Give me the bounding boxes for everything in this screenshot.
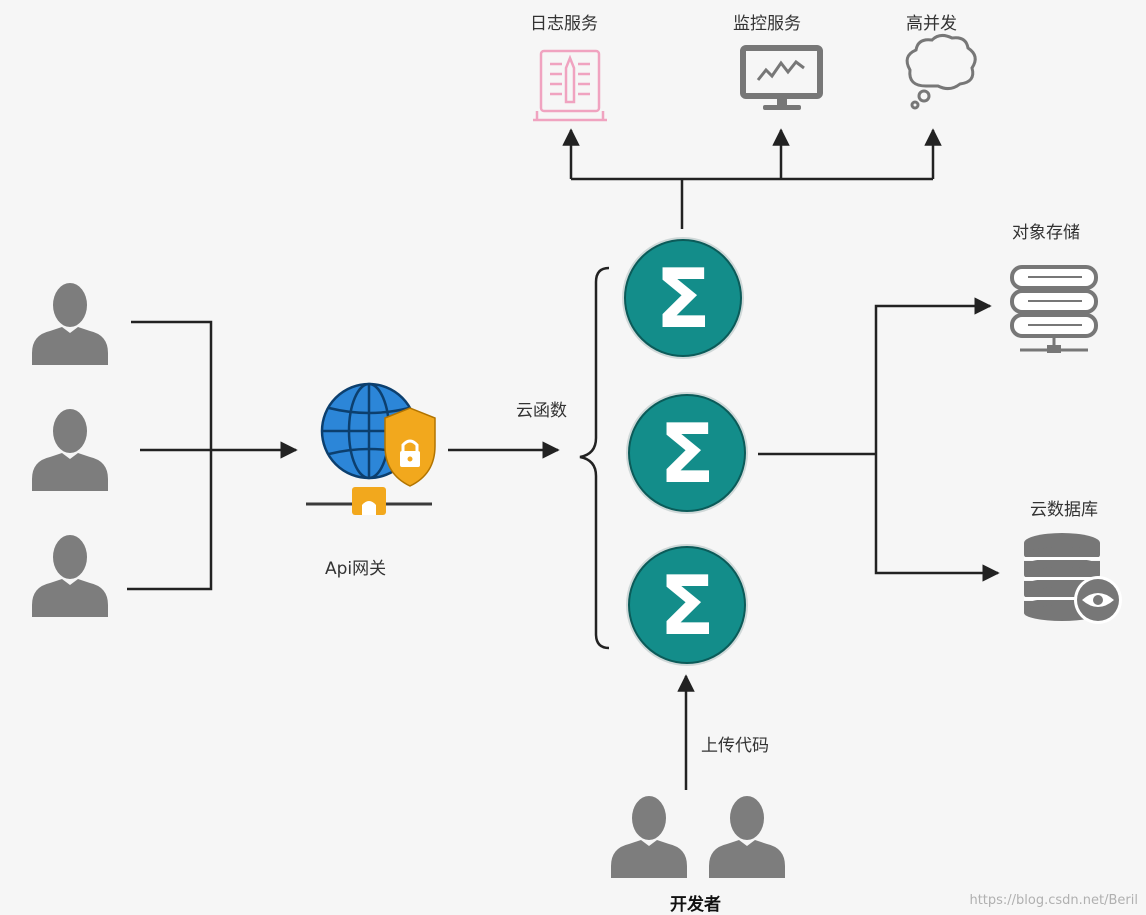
upload-code-label: 上传代码 — [701, 736, 769, 756]
sigma-symbol: Σ — [655, 252, 711, 347]
user-icon — [611, 796, 687, 878]
cloud-database-icon — [1024, 533, 1122, 624]
high-concurrency-icon — [905, 33, 977, 110]
monitor-service-label: 监控服务 — [733, 14, 801, 34]
watermark: https://blog.csdn.net/Beril — [969, 893, 1138, 908]
user-line-bottom — [127, 450, 213, 591]
user-line-top — [131, 320, 213, 450]
developer-icons — [611, 796, 785, 878]
user-icon — [32, 283, 108, 365]
user-icon — [709, 796, 785, 878]
cloud-function-label: 云函数 — [516, 401, 567, 421]
log-service-label: 日志服务 — [530, 14, 598, 34]
function-group-brace — [579, 266, 610, 650]
cloud-database-arrow — [874, 454, 1000, 582]
connection-lines — [127, 128, 1000, 790]
developer-label: 开发者 — [670, 895, 721, 915]
high-concurrency-label: 高并发 — [906, 14, 957, 34]
object-storage-arrow — [874, 297, 992, 454]
user-icons — [32, 283, 108, 617]
api-gateway-icon — [306, 382, 436, 515]
monitor-service-icon — [740, 45, 823, 110]
sigma-symbol: Σ — [659, 559, 715, 654]
sigma-symbol: Σ — [659, 407, 715, 502]
cloud-function-icon-2: Σ — [626, 392, 748, 514]
user-icon — [32, 409, 108, 491]
cloud-function-icon-3: Σ — [626, 544, 748, 666]
api-gateway-label: Api网关 — [325, 559, 387, 579]
object-storage-icon — [1010, 265, 1098, 353]
object-storage-label: 对象存储 — [1012, 223, 1080, 243]
user-icon — [32, 535, 108, 617]
cloud-function-icon-1: Σ — [622, 237, 744, 359]
log-service-icon — [533, 49, 607, 122]
cloud-database-label: 云数据库 — [1030, 500, 1098, 520]
